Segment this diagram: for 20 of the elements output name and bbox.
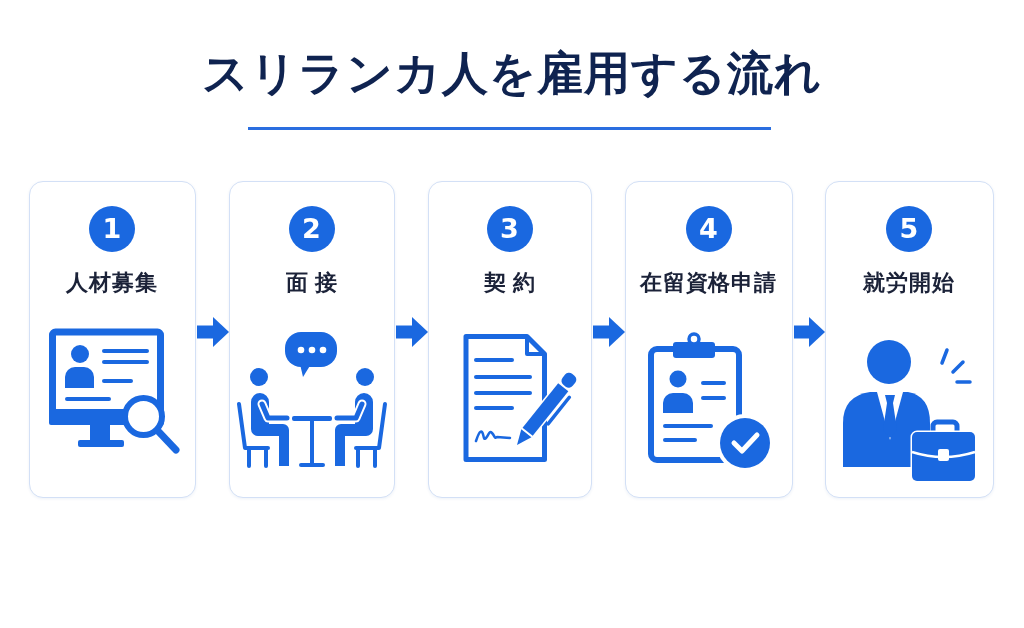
step-number: 5 [886, 206, 932, 252]
step-title: 在留資格申請 [639, 270, 778, 296]
title: スリランカ人を雇用する流れ [202, 47, 822, 99]
arrow [396, 317, 428, 347]
step-title: 人材募集 [66, 270, 158, 296]
step-number: 2 [288, 206, 335, 252]
step-number: 4 [685, 206, 732, 252]
arrow [794, 317, 825, 347]
arrow [197, 317, 229, 347]
step-card [29, 181, 196, 498]
step-number: 1 [89, 206, 135, 252]
step-title: 面接 [285, 270, 345, 296]
step-number: 3 [486, 206, 533, 252]
step-title: 就労開始 [863, 270, 955, 296]
step-card [229, 181, 395, 498]
step-title: 契約 [483, 270, 543, 296]
step-card [825, 181, 994, 498]
step-card [428, 181, 592, 498]
arrow [593, 317, 625, 347]
step-card [625, 181, 793, 498]
